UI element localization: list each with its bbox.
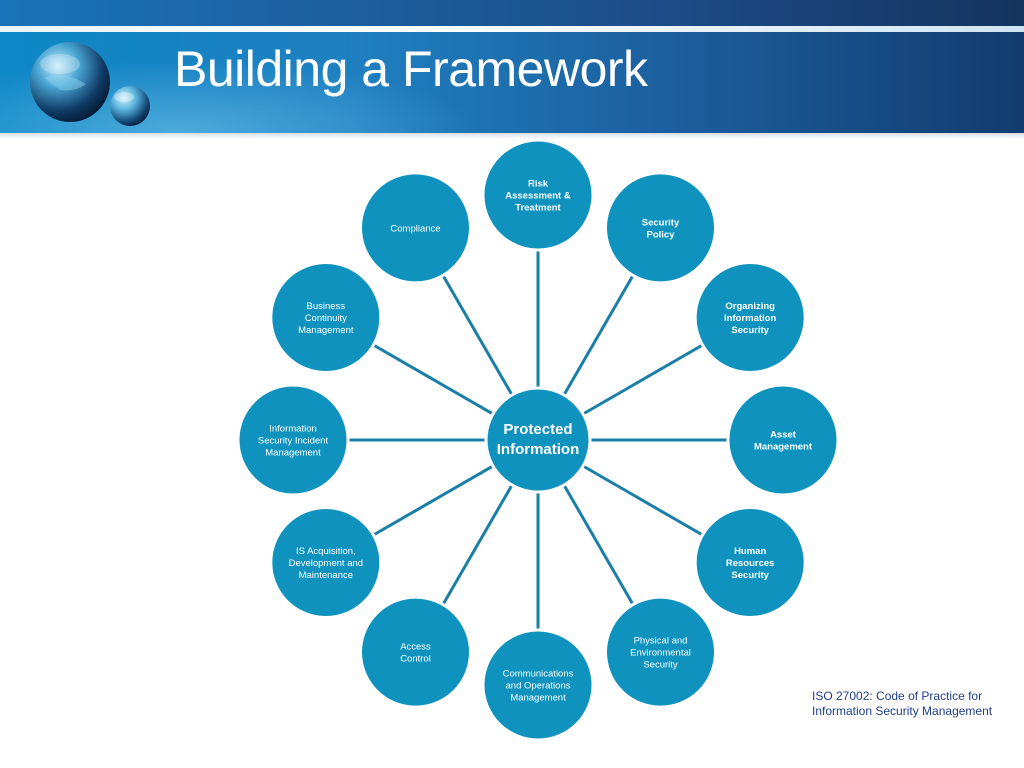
node-label-line: IS Acquisition, (296, 546, 356, 557)
node-circle (269, 506, 383, 619)
node-circle (481, 138, 595, 252)
node-label-line: Treatment (515, 203, 561, 214)
node-label-line: Information (269, 424, 317, 435)
slide-title: Building a Framework (174, 41, 648, 97)
header-shadow (0, 133, 1024, 139)
node-label-line: Business (307, 301, 346, 312)
node-label-line: Management (510, 693, 566, 704)
node-label-line: Control (400, 654, 431, 665)
hub-label-line: Information (497, 441, 580, 458)
hub-label-line: Protected (503, 421, 572, 438)
node-label-line: Compliance (390, 223, 440, 234)
node-circle (359, 171, 472, 285)
node-label-line: Security (642, 217, 680, 228)
node-label-line: Security (731, 570, 769, 581)
node-label-line: Maintenance (299, 570, 353, 581)
node-label-line: Assessment & (505, 191, 571, 202)
node-label-line: Access (400, 642, 431, 653)
node-is-acquisition: IS Acquisition,Development andMaintenanc… (269, 506, 383, 619)
node-label-line: Security Incident (258, 436, 329, 447)
node-circle (604, 171, 717, 285)
node-circle (693, 261, 807, 374)
node-label-line: Security (643, 660, 678, 671)
node-circle (359, 595, 472, 709)
node-label-line: Security (731, 325, 769, 336)
node-label-line: Physical and (634, 636, 688, 647)
node-compliance: Compliance (359, 171, 472, 285)
header-stripe (0, 26, 1024, 32)
node-label-line: and Operations (506, 681, 571, 692)
node-circle (726, 383, 840, 497)
node-label-line: Continuity (305, 313, 347, 324)
hub-circle (484, 386, 592, 494)
node-label-line: Management (298, 325, 354, 336)
globe-logo-icon (30, 42, 150, 126)
node-label-line: Policy (647, 229, 676, 240)
node-label-line: Management (265, 448, 321, 459)
node-label-line: Communications (503, 669, 574, 680)
node-circle (604, 595, 717, 709)
node-label-line: Asset (770, 430, 797, 441)
header-top-band (0, 0, 1024, 28)
node-label-line: Organizing (725, 301, 775, 312)
node-label-line: Information (724, 313, 776, 324)
node-circle (269, 261, 383, 374)
node-label-line: Management (754, 442, 813, 453)
node-circle (693, 506, 807, 619)
node-label-line: Resources (726, 558, 775, 569)
node-label-line: Environmental (630, 648, 691, 659)
slide-header (0, 0, 1024, 135)
node-label-line: Development and (289, 558, 363, 569)
iso-reference-note: ISO 27002: Code of Practice for Informat… (812, 689, 993, 718)
node-label-line: Human (734, 546, 766, 557)
node-circle (481, 628, 595, 742)
node-label-line: Risk (528, 179, 549, 190)
node-circle (236, 383, 350, 497)
